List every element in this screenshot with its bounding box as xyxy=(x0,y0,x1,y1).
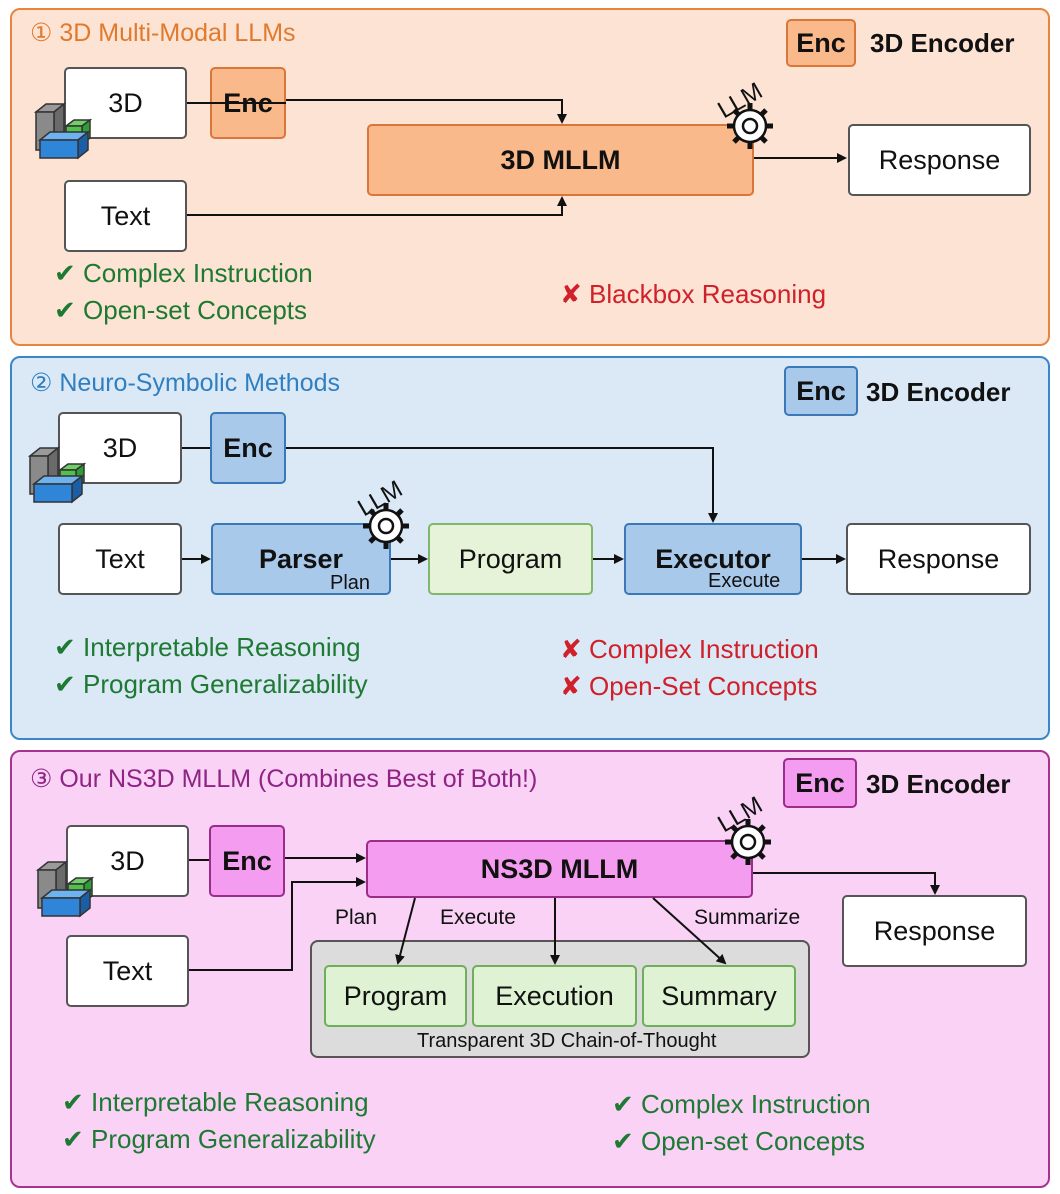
legend-3d-encoder-label: 3D Encoder xyxy=(866,769,1011,799)
input-3d-box: 3D xyxy=(66,825,189,897)
arrow xyxy=(189,877,366,971)
llm-gear-icon: LLM xyxy=(713,791,771,865)
con-item: ✘ Open-Set Concepts xyxy=(560,671,818,701)
pro-item: ✔ Open-set Concepts xyxy=(612,1126,866,1156)
parser-box: Parser xyxy=(211,523,391,595)
enc-box: Enc xyxy=(209,825,285,897)
summarize-label: Summarize xyxy=(694,906,801,929)
executor-box: Executor xyxy=(624,523,802,595)
enc-box: Enc xyxy=(210,412,286,484)
response-box: Response xyxy=(848,124,1031,196)
program-box: Program xyxy=(428,523,593,595)
3d-cubes-icon xyxy=(33,102,93,160)
panel3-title: ③ Our NS3D MLLM (Combines Best of Both!) xyxy=(30,765,538,793)
legend-3d-encoder-label: 3D Encoder xyxy=(870,28,1015,58)
parser-plan-label: Plan xyxy=(330,572,371,594)
con-item: ✘ Complex Instruction xyxy=(560,634,819,664)
arrow xyxy=(395,897,416,965)
executor-execute-label: Execute xyxy=(708,570,781,592)
plan-label: Plan xyxy=(335,906,378,929)
response-box: Response xyxy=(846,523,1031,595)
3d-cubes-icon xyxy=(27,446,87,504)
legend-3d-encoder-label: 3D Encoder xyxy=(866,377,1011,407)
legend-enc-box: Enc xyxy=(784,366,858,416)
mllm-box: NS3D MLLM xyxy=(366,840,753,898)
pro-item: ✔ Open-set Concepts xyxy=(54,295,308,325)
mllm-box: 3D MLLM xyxy=(367,124,754,196)
pro-item: ✔ Complex Instruction xyxy=(54,258,313,288)
panel1-title: ① 3D Multi-Modal LLMs xyxy=(30,19,296,47)
input-3d-box: 3D xyxy=(64,67,187,139)
llm-gear-icon: LLM xyxy=(353,475,409,549)
panel2-title: ② Neuro-Symbolic Methods xyxy=(30,369,341,397)
3d-cubes-icon xyxy=(35,860,95,918)
llm-gear-icon: LLM xyxy=(713,77,773,149)
cot-caption: Transparent 3D Chain-of-Thought xyxy=(417,1030,717,1052)
execute-label: Execute xyxy=(440,906,516,929)
arrow xyxy=(286,447,718,523)
arrow xyxy=(187,196,567,216)
response-box: Response xyxy=(842,895,1027,967)
arrow xyxy=(753,872,940,895)
cot-program-box: Program xyxy=(324,965,467,1027)
arrow xyxy=(286,99,567,124)
cot-summary-box: Summary xyxy=(642,965,796,1027)
con-item: ✘ Blackbox Reasoning xyxy=(560,279,827,309)
pro-item: ✔ Program Generalizability xyxy=(54,669,368,699)
cot-execution-box: Execution xyxy=(472,965,637,1027)
legend-enc-box: Enc xyxy=(786,19,856,67)
input-text-box: Text xyxy=(66,935,189,1007)
pro-item: ✔ Program Generalizability xyxy=(62,1124,376,1154)
legend-enc-box: Enc xyxy=(783,758,857,808)
arrow xyxy=(652,897,727,965)
pro-item: ✔ Interpretable Reasoning xyxy=(62,1087,369,1117)
input-text-box: Text xyxy=(58,523,182,595)
input-text-box: Text xyxy=(64,180,187,252)
pro-item: ✔ Complex Instruction xyxy=(612,1089,871,1119)
pro-item: ✔ Interpretable Reasoning xyxy=(54,632,361,662)
